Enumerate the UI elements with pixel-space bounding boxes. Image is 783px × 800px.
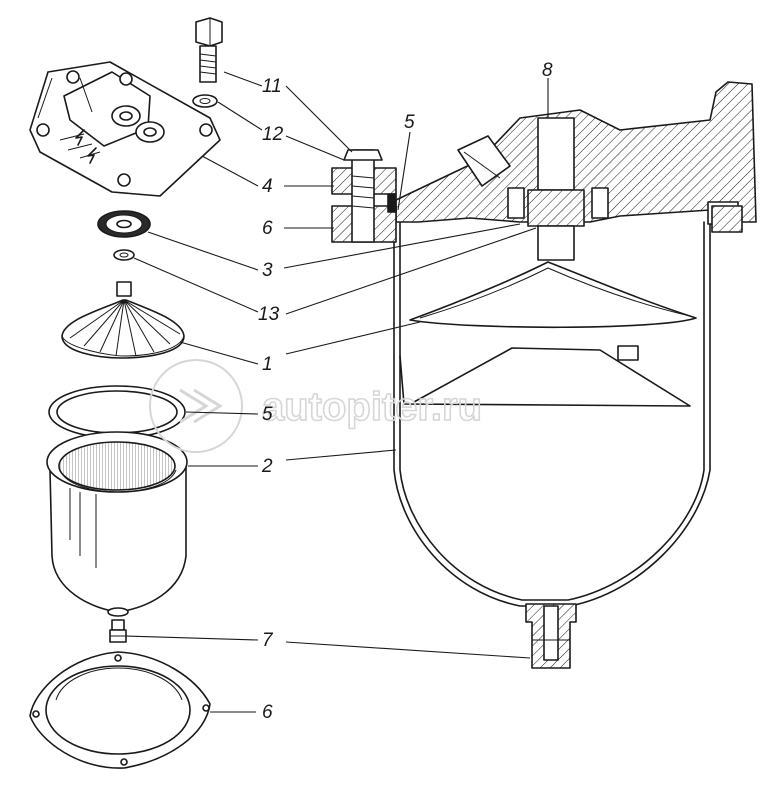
- callout-5-left: 5: [262, 404, 273, 425]
- seal-washer-part-3: [97, 210, 151, 238]
- reflector-cone-part-1: [61, 281, 185, 359]
- callout-6-top: 6: [262, 218, 273, 239]
- spring-washer-part-12: [192, 94, 218, 108]
- filter-head-section: [395, 81, 757, 261]
- callout-12: 12: [262, 124, 284, 145]
- drain-plug-section: [525, 603, 577, 669]
- callout-7: 7: [262, 630, 274, 651]
- watermark-text: autopiter.ru: [262, 385, 482, 429]
- leader-lines: [125, 71, 549, 713]
- callout-13: 13: [258, 304, 280, 325]
- callout-labels: 11 12 4 6 3 13 1 5 2 7 6 5 8: [258, 60, 553, 723]
- callout-8: 8: [542, 60, 553, 81]
- watermark: autopiter.ru: [149, 359, 483, 453]
- housing-bowl-part-2: [46, 431, 188, 617]
- callout-2: 2: [261, 456, 273, 477]
- callout-3: 3: [262, 260, 273, 281]
- clamp-section-left: [331, 149, 397, 243]
- clamp-section-right: [711, 205, 743, 233]
- flange-part-4: [29, 61, 221, 197]
- callout-4: 4: [262, 176, 273, 197]
- baffle-section: [399, 345, 691, 407]
- drain-plug-part-7: [109, 619, 127, 643]
- clamp-flange-part-6: [29, 651, 211, 769]
- callout-11: 11: [262, 76, 282, 97]
- seal-ring-part-5: [48, 385, 186, 439]
- ring-part-13: [113, 249, 135, 261]
- callout-1: 1: [262, 354, 273, 375]
- callout-5-top: 5: [404, 112, 415, 133]
- bolt-part-11: [195, 17, 223, 83]
- callout-6-bottom: 6: [262, 702, 273, 723]
- reflector-section: [409, 261, 697, 329]
